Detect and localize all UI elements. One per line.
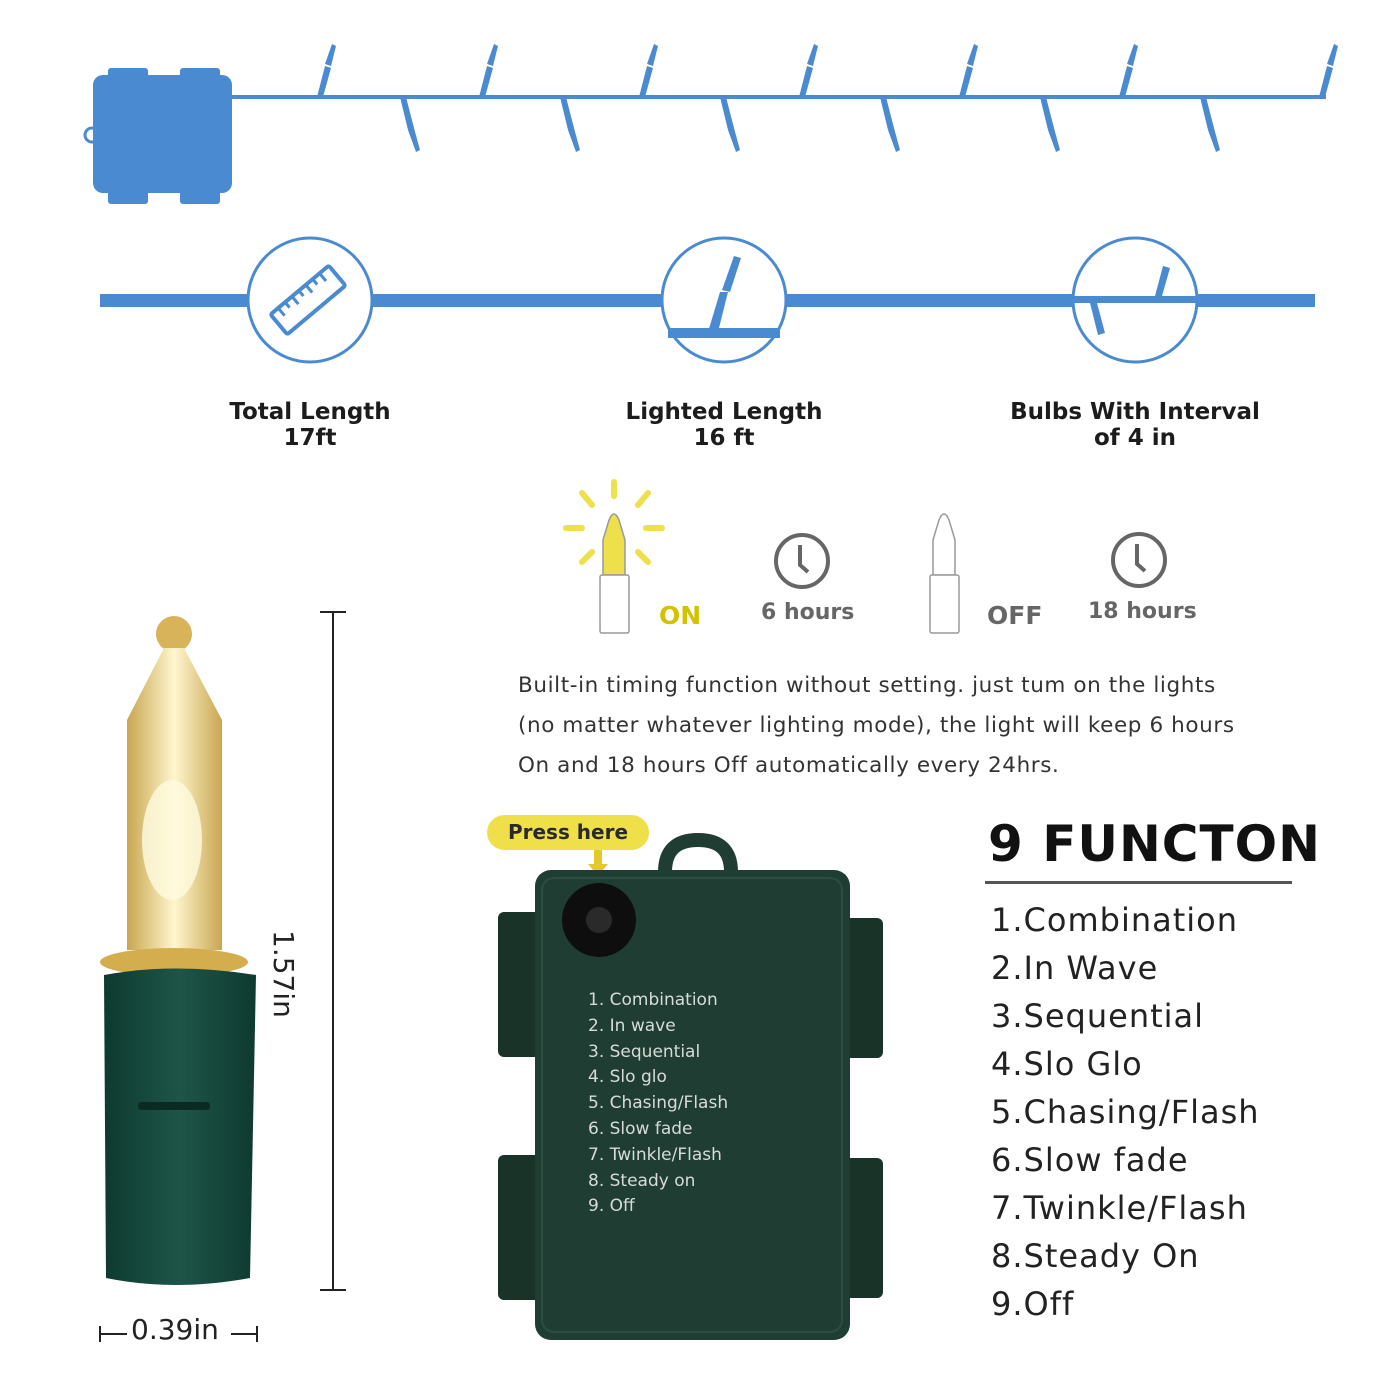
bulb-icon — [560, 97, 580, 152]
function-item: 4.Slo Glo — [991, 1045, 1143, 1083]
bulb-icon — [479, 44, 498, 97]
ruler-icon — [246, 236, 374, 364]
description-line: Built-in timing function without setting… — [518, 673, 1216, 698]
controller-mode: 1. Combination — [588, 990, 718, 1010]
function-item: 5.Chasing/Flash — [991, 1093, 1260, 1131]
function-item: 1.Combination — [991, 901, 1239, 939]
light-string-illustration — [83, 44, 1338, 204]
function-item: 9.Off — [991, 1285, 1075, 1323]
description-line: On and 18 hours Off automatically every … — [518, 753, 1060, 778]
bulb-icon — [959, 44, 978, 97]
feature-title: Total Length — [229, 399, 391, 425]
dimension-lines — [99, 611, 346, 1342]
feature-value: of 4 in — [1093, 425, 1177, 451]
off-hours: 18 hours — [1088, 599, 1197, 624]
title-divider — [985, 881, 1292, 884]
feature-value: 17ft — [283, 425, 337, 451]
controller-mode: 8. Steady on — [588, 1170, 696, 1191]
bulb-icon — [639, 44, 658, 97]
press-here-callout: Press here — [487, 815, 649, 850]
clock-icon — [1111, 532, 1167, 588]
controller-mode: 5. Chasing/Flash — [588, 1093, 729, 1114]
feature-wire — [100, 236, 1315, 364]
bulb-icon — [1319, 44, 1338, 97]
battery-controller-photo — [498, 832, 883, 1340]
bulb-icon — [880, 97, 900, 152]
width-dimension: 0.39in — [131, 1313, 219, 1346]
function-item: 3.Sequential — [991, 997, 1205, 1035]
bulb-icon — [1040, 97, 1060, 152]
bulb-icon — [400, 97, 420, 152]
bulb-off-icon — [929, 513, 960, 634]
controller-mode-list: 1. Combination 2. In wave 3. Sequential … — [588, 988, 728, 1220]
controller-mode: 4. Slo glo — [588, 1067, 667, 1088]
function-item: 6.Slow fade — [991, 1141, 1189, 1179]
function-item: 8.Steady On — [991, 1237, 1200, 1275]
bulb-icon — [799, 44, 818, 97]
mini-bulb-photo — [100, 616, 256, 1285]
feature-title: Bulbs With Interval — [1010, 399, 1260, 425]
battery-box-icon — [93, 75, 232, 193]
bulb-icon — [317, 44, 336, 97]
off-label: OFF — [987, 601, 1043, 630]
bulb-icon — [720, 97, 740, 152]
timer-description: Built-in timing function without setting… — [518, 666, 1318, 786]
function-item: 7.Twinkle/Flash — [991, 1189, 1248, 1227]
feature-lighted-length: Lighted Length 16 ft — [564, 399, 884, 451]
controller-mode: 6. Slow fade — [588, 1118, 693, 1139]
bulb-icon — [1119, 44, 1138, 97]
controller-mode: 2. In wave — [588, 1015, 676, 1036]
controller-mode: 3. Sequential — [588, 1041, 701, 1062]
bulb-interval-icon — [1071, 236, 1199, 364]
feature-bulb-interval: Bulbs With Interval of 4 in — [975, 399, 1295, 451]
clock-icon — [774, 533, 830, 589]
feature-title: Lighted Length — [625, 399, 823, 425]
bulb-on-icon — [563, 479, 665, 634]
feature-value: 16 ft — [693, 425, 755, 451]
on-label: ON — [659, 601, 702, 630]
functions-title: 9 FUNCTON — [988, 815, 1321, 873]
feature-total-length: Total Length 17ft — [150, 399, 470, 451]
controller-mode: 9. Off — [588, 1196, 635, 1217]
on-hours: 6 hours — [761, 600, 855, 625]
controller-mode: 7. Twinkle/Flash — [588, 1144, 722, 1165]
height-dimension: 1.57in — [267, 930, 300, 1018]
bulb-icon — [660, 236, 788, 364]
description-line: (no matter whatever lighting mode), the … — [518, 713, 1235, 738]
functions-list: 1.Combination 2.In Wave 3.Sequential 4.S… — [991, 896, 1260, 1328]
bulb-icon — [1200, 97, 1220, 152]
function-item: 2.In Wave — [991, 949, 1159, 987]
